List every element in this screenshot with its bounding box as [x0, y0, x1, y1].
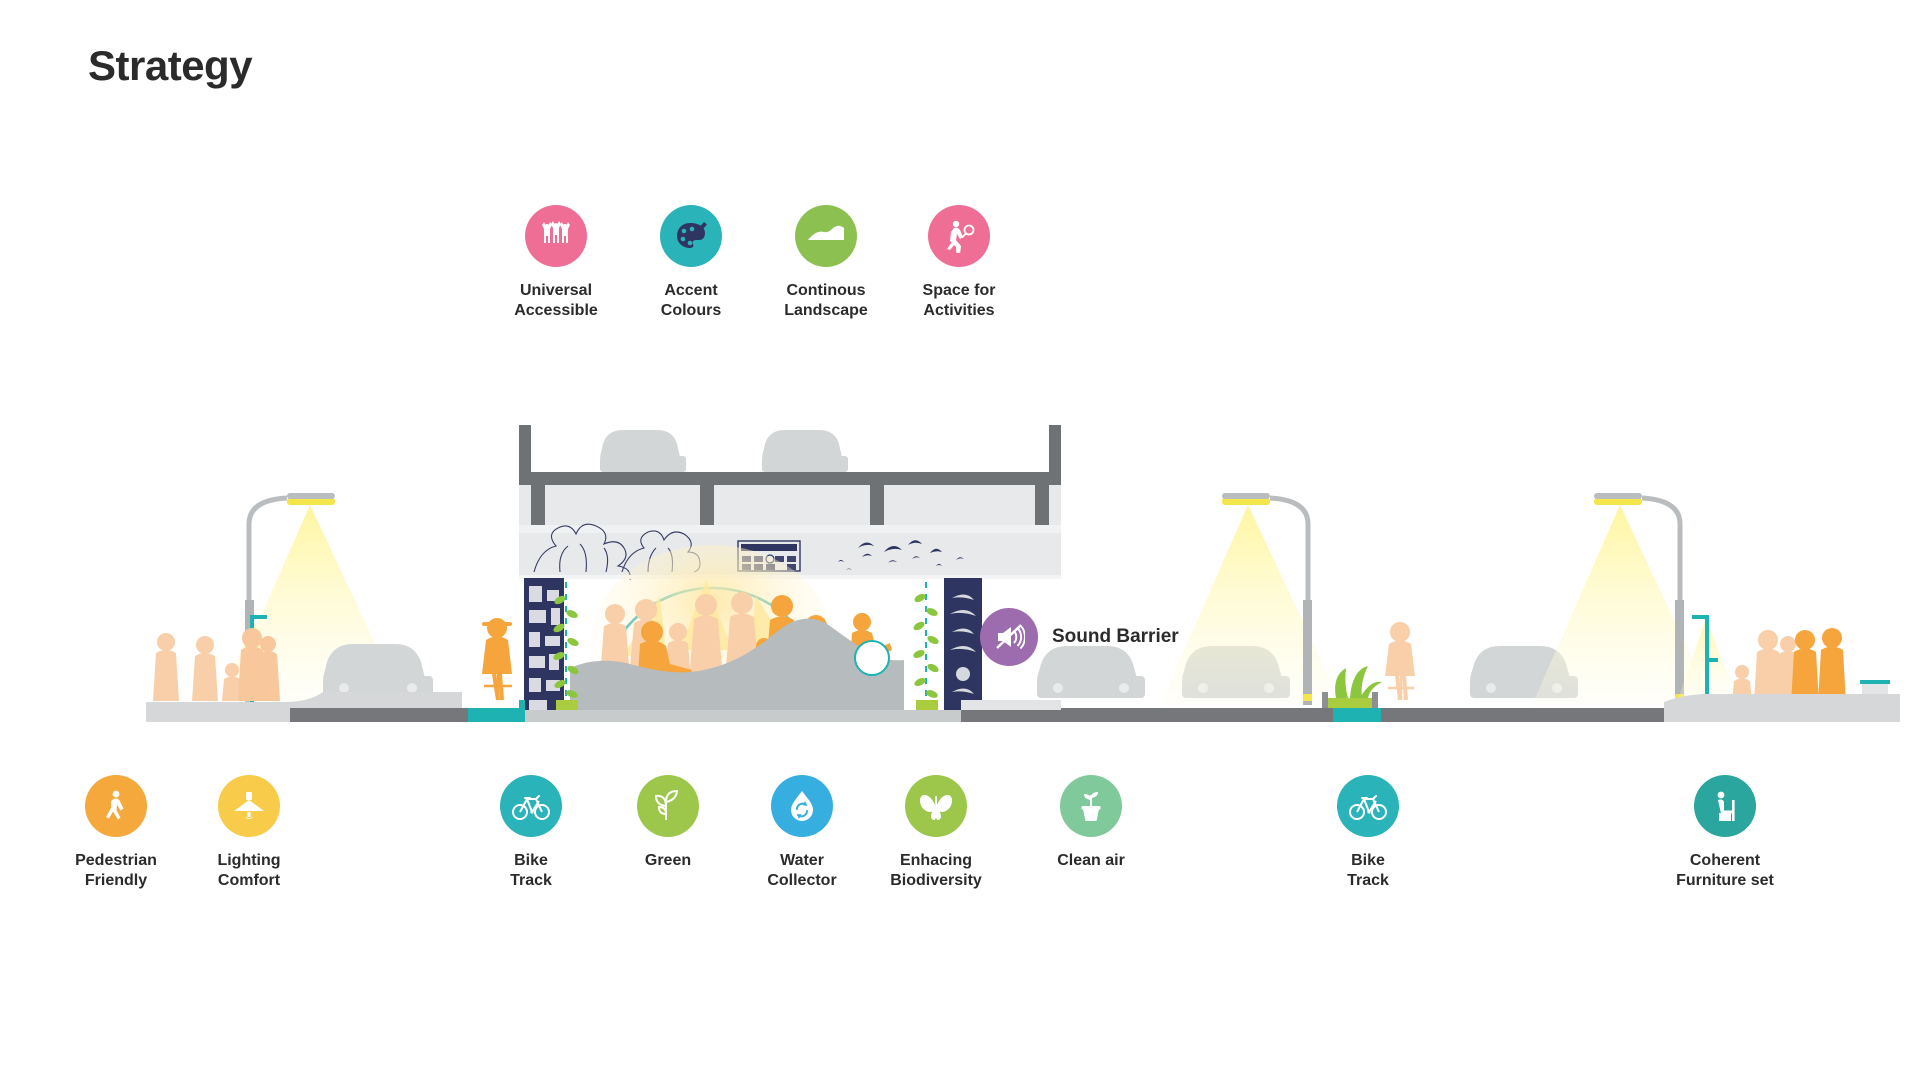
- car-on-bridge: [600, 430, 686, 472]
- strategy-badge[interactable]: Pedestrian Friendly: [46, 775, 186, 892]
- strategy-badge[interactable]: Water Collector: [732, 775, 872, 892]
- bottom-strategy-row: Pedestrian Friendly Lighting Comfort Bik…: [0, 775, 1920, 915]
- cyclist: [482, 618, 512, 701]
- leaf-sprout-icon: [637, 775, 699, 837]
- strategy-badge-label: Universal Accessible: [514, 282, 598, 320]
- strategy-badge-label: Bike Track: [1347, 852, 1389, 890]
- strategy-badge[interactable]: Bike Track: [461, 775, 601, 892]
- sound-barrier-callout[interactable]: Sound Barrier: [980, 608, 1179, 666]
- potted-plant-icon: [1060, 775, 1122, 837]
- porthole-window: [854, 640, 890, 676]
- seated-person-icon: [1694, 775, 1756, 837]
- strategy-badge-label: Accent Colours: [660, 282, 722, 320]
- car: [323, 644, 433, 698]
- cyclist: [1385, 622, 1415, 701]
- sound-barrier-label: Sound Barrier: [1052, 626, 1179, 647]
- strategy-badge[interactable]: Enhacing Biodiversity: [866, 775, 1006, 892]
- strategy-badge[interactable]: Accent Colours: [621, 205, 761, 322]
- bike-lane: [468, 708, 520, 722]
- strategy-badge-label: Enhacing Biodiversity: [890, 852, 982, 890]
- strategy-badge-label: Water Collector: [767, 852, 837, 890]
- strategy-badge-label: Space for Activities: [922, 282, 996, 320]
- people-raised-arms-icon: [525, 205, 587, 267]
- paint-palette-icon: [660, 205, 722, 267]
- birds-flock: [838, 540, 964, 570]
- bicycle-icon: [500, 775, 562, 837]
- strategy-badge[interactable]: Coherent Furniture set: [1655, 775, 1795, 892]
- mural-wall-right: [944, 578, 982, 718]
- bollard-light: [1676, 615, 1740, 707]
- landscape-hill-icon: [795, 205, 857, 267]
- strategy-badge[interactable]: Bike Track: [1298, 775, 1438, 892]
- street-section-illustration: [0, 400, 1920, 750]
- mural-wall-left: [524, 578, 564, 718]
- strategy-badge-label: Coherent Furniture set: [1676, 852, 1774, 890]
- strategy-badge[interactable]: Clean air: [1021, 775, 1161, 871]
- planter-vine-right: [913, 582, 939, 718]
- strategy-badge-label: Clean air: [1057, 852, 1125, 869]
- roadway: [290, 708, 468, 722]
- ground-plane: [146, 692, 1900, 722]
- pedestrian-walking-icon: [85, 775, 147, 837]
- strategy-badge[interactable]: Lighting Comfort: [179, 775, 319, 892]
- speaker-muted-icon: [980, 608, 1038, 666]
- car: [1037, 646, 1145, 698]
- street-lamp: [1160, 493, 1342, 705]
- street-lamp-icon: [218, 775, 280, 837]
- bicycle-icon: [1337, 775, 1399, 837]
- bike-lane: [1333, 708, 1381, 722]
- strategy-badge[interactable]: Green: [598, 775, 738, 871]
- strategy-badge[interactable]: Continous Landscape: [756, 205, 896, 322]
- strategy-badge-label: Bike Track: [510, 852, 552, 890]
- car-on-bridge: [762, 430, 848, 472]
- strategy-badge-label: Continous Landscape: [784, 282, 868, 320]
- strategy-badge[interactable]: Universal Accessible: [486, 205, 626, 322]
- street-lamp: [1532, 493, 1714, 705]
- strategy-badge-label: Lighting Comfort: [217, 852, 281, 890]
- top-strategy-row: Universal Accessible Accent Colours Cont…: [0, 205, 1920, 335]
- pedestrian-group: [153, 628, 280, 701]
- strategy-badge[interactable]: Space for Activities: [889, 205, 1029, 322]
- water-drop-recycle-icon: [771, 775, 833, 837]
- page-title: Strategy: [88, 42, 253, 89]
- pedestrian-group: [1732, 628, 1846, 703]
- landform-mound: [570, 618, 904, 718]
- butterfly-icon: [905, 775, 967, 837]
- strategy-badge-label: Pedestrian Friendly: [75, 852, 157, 890]
- person-playing-icon: [928, 205, 990, 267]
- strategy-badge-label: Green: [644, 852, 692, 869]
- elevated-roadway: [519, 425, 1061, 533]
